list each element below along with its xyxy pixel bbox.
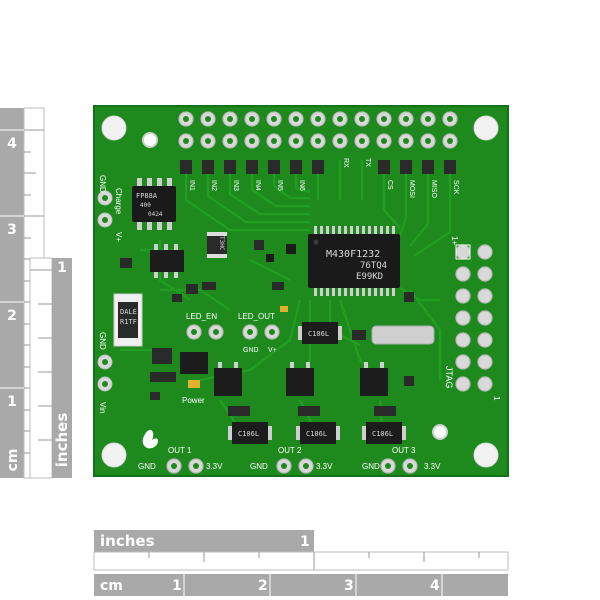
svg-text:DALE: DALE xyxy=(120,308,137,316)
jtag-label: JTAG xyxy=(444,366,454,388)
gnd-top-label: GND xyxy=(98,175,107,193)
pin-label: CS xyxy=(386,180,393,190)
pin-label: IN3 xyxy=(232,180,239,191)
pin-label: IN4 xyxy=(254,180,261,191)
gnd-led-label: GND xyxy=(243,347,259,354)
svg-text:T3HC: T3HC xyxy=(218,236,225,251)
mosfet-top: C106L xyxy=(298,322,342,344)
pin-label: IN2 xyxy=(210,180,217,191)
left-inch-number: 1 xyxy=(7,394,17,410)
bottom-cm-number: 4 xyxy=(430,578,440,594)
pin-label: IN6 xyxy=(298,180,305,191)
bottom-cm-ruler: cm 1 2 3 4 xyxy=(94,574,508,596)
jtag-header: 1+ JTAG 1 xyxy=(444,236,501,401)
gnd-mid-label: GND xyxy=(98,332,107,350)
mcu-chip: M430F1232 76TQ4 E99KD xyxy=(308,226,400,296)
output-2-labels: GND OUT 2 3.3V xyxy=(250,446,333,471)
left-cm-number: 1 xyxy=(57,260,67,276)
left-cm-ruler: 1 inches xyxy=(29,257,72,479)
output-3-labels: GND OUT 3 3.3V xyxy=(362,446,441,471)
output-gnd-label: GND xyxy=(138,462,156,471)
bottom-inches-label: inches xyxy=(100,532,155,550)
bottom-cm-number: 1 xyxy=(172,578,182,594)
pin-label: RX xyxy=(342,158,349,168)
pin-label: MOSI xyxy=(408,180,415,198)
left-inch-number: 2 xyxy=(7,308,17,324)
svg-text:0424: 0424 xyxy=(148,211,163,218)
svg-text:C106L: C106L xyxy=(306,430,327,438)
diode-component: T3HC xyxy=(207,232,227,258)
pin-label: MISO xyxy=(430,180,437,198)
svg-text:C106L: C106L xyxy=(372,430,393,438)
jtag-pin1-bottom: 1 xyxy=(492,396,501,401)
top-pin-labels: IN1 IN2 IN3 IN4 IN5 IN6 RX TX CS MOSI MI… xyxy=(188,158,459,198)
charge-label: Charge xyxy=(114,188,123,215)
pin-label: SCK xyxy=(452,180,459,195)
output-gnd-label: GND xyxy=(250,462,268,471)
svg-text:76TQ4: 76TQ4 xyxy=(360,261,387,271)
svg-text:C106L: C106L xyxy=(238,430,259,438)
output-name-label: OUT 2 xyxy=(278,446,302,455)
vin-label: Vin xyxy=(98,402,107,413)
pcb-board: IN1 IN2 IN3 IN4 IN5 IN6 RX TX CS MOSI MI… xyxy=(93,105,509,477)
left-cm-label: cm xyxy=(5,449,21,472)
bottom-inch-number: 1 xyxy=(300,534,310,550)
output-gnd-label: GND xyxy=(362,462,380,471)
output-name-label: OUT 3 xyxy=(392,446,416,455)
vplus-top-label: V+ xyxy=(114,232,123,242)
svg-text:FP88A: FP88A xyxy=(136,192,158,200)
bottom-cm-number: 3 xyxy=(344,578,354,594)
pin-label: TX xyxy=(364,158,371,167)
bottom-cm-number: 2 xyxy=(258,578,268,594)
svg-text:400: 400 xyxy=(140,202,151,209)
pin-label: IN5 xyxy=(276,180,283,191)
output-v-label: 3.3V xyxy=(206,462,223,471)
output-name-label: OUT 1 xyxy=(168,446,192,455)
inductor-component: DALE R1TF xyxy=(113,293,143,347)
svg-text:E99KD: E99KD xyxy=(356,272,383,282)
mosfet-out-3: C106L xyxy=(362,422,406,444)
left-inches-label: inches xyxy=(53,413,71,468)
left-inch-number: 3 xyxy=(7,222,17,238)
output-v-label: 3.3V xyxy=(316,462,333,471)
jtag-pin1-top: 1+ xyxy=(450,236,459,245)
power-label: Power xyxy=(182,396,205,405)
bottom-inch-ruler: inches 1 xyxy=(93,530,509,571)
output-v-label: 3.3V xyxy=(424,462,441,471)
flame-logo-icon xyxy=(142,429,158,449)
mosfet-out-2: C106L xyxy=(296,422,340,444)
mosfet-out-1: C106L xyxy=(228,422,272,444)
pin-label: IN1 xyxy=(188,180,195,191)
small-chip: FP88A 400 0424 xyxy=(132,178,176,230)
left-inch-number: 4 xyxy=(7,136,17,152)
led-out-label: LED_OUT xyxy=(238,312,275,321)
output-1-labels: GND OUT 1 3.3V xyxy=(138,446,223,471)
svg-text:C106L: C106L xyxy=(308,330,329,338)
svg-text:R1TF: R1TF xyxy=(120,318,137,326)
led-en-label: LED_EN xyxy=(186,312,217,321)
vplus-led-label: V+ xyxy=(268,347,277,354)
bottom-cm-label: cm xyxy=(100,578,123,594)
svg-text:M430F1232: M430F1232 xyxy=(326,249,380,260)
